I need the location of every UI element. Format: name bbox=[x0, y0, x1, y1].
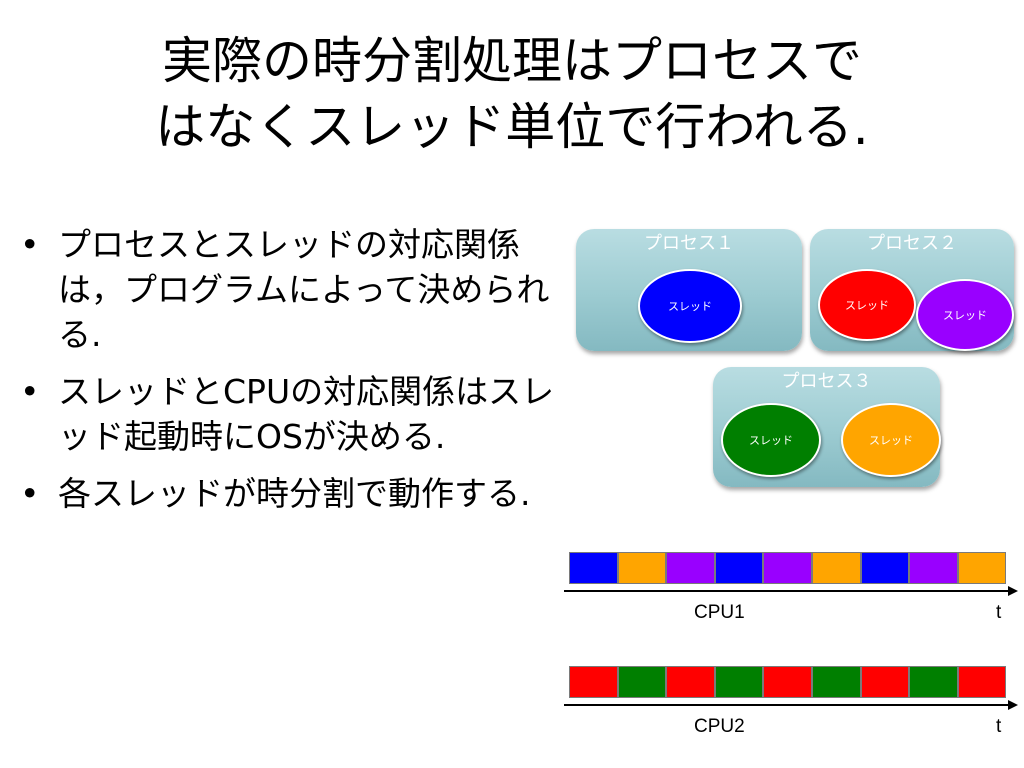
slide-title-line-1: 実際の時分割処理はプロセスで bbox=[162, 32, 862, 90]
slide-title: 実際の時分割処理はプロセスで はなくスレッド単位で行われる. bbox=[0, 28, 1024, 160]
time-slot-block bbox=[909, 552, 958, 584]
thread-ellipse: スレッド bbox=[916, 279, 1014, 351]
bullet-marker: • bbox=[20, 372, 40, 411]
bullet-item: • 各スレッドが時分割で動作する. bbox=[20, 471, 565, 516]
process-label: プロセス２ bbox=[867, 233, 957, 254]
time-axis-arrow bbox=[564, 586, 1018, 596]
slide-title-line-2: はなくスレッド単位で行われる. bbox=[155, 98, 869, 156]
time-axis-label: t bbox=[996, 716, 1002, 737]
time-axis-label: t bbox=[996, 602, 1002, 623]
cpu2-timeline: CPU2 t bbox=[560, 662, 1020, 742]
bullet-text: 各スレッドが時分割で動作する. bbox=[58, 474, 531, 513]
thread-ellipse: スレッド bbox=[818, 269, 916, 341]
time-slot-block bbox=[957, 552, 1007, 584]
bullet-item: • プロセスとスレッドの対応関係は，プログラムによって決められる. bbox=[20, 222, 565, 357]
process-box-3: プロセス３ スレッド スレッド bbox=[713, 367, 941, 487]
time-axis-arrow bbox=[564, 700, 1018, 710]
thread-label: スレッド bbox=[668, 300, 712, 313]
thread-ellipse: スレッド bbox=[638, 269, 742, 343]
time-slot-block bbox=[763, 552, 812, 584]
time-slot-block bbox=[714, 552, 764, 584]
time-slot-block bbox=[569, 552, 618, 584]
process-box-1: プロセス１ スレッド bbox=[576, 229, 802, 351]
time-slot-block bbox=[666, 552, 715, 584]
process-label: プロセス３ bbox=[781, 371, 872, 392]
time-slot-block bbox=[763, 666, 812, 698]
bullet-marker: • bbox=[20, 474, 40, 513]
time-slot-block bbox=[714, 666, 764, 698]
time-slot-block bbox=[569, 666, 618, 698]
bullet-text: プロセスとスレッドの対応関係は，プログラムによって決められる. bbox=[58, 225, 550, 354]
cpu-label: CPU1 bbox=[694, 602, 745, 623]
bullet-marker: • bbox=[20, 225, 40, 264]
thread-label: スレッド bbox=[845, 299, 889, 312]
bullet-text: スレッドとCPUの対応関係はスレッド起動時にOSが決める. bbox=[58, 372, 555, 456]
thread-label: スレッド bbox=[869, 434, 913, 447]
time-slot-block bbox=[812, 666, 861, 698]
bullet-item: • スレッドとCPUの対応関係はスレッド起動時にOSが決める. bbox=[20, 369, 565, 459]
cpu1-timeline: CPU1 t bbox=[560, 548, 1020, 628]
bullet-list: • プロセスとスレッドの対応関係は，プログラムによって決められる. • スレッド… bbox=[20, 222, 565, 528]
thread-ellipse: スレッド bbox=[721, 403, 821, 477]
time-slot-block bbox=[812, 552, 861, 584]
process-label: プロセス１ bbox=[644, 233, 734, 254]
process-box-2: プロセス２ スレッド スレッド bbox=[810, 229, 1014, 351]
time-slot-block bbox=[666, 666, 715, 698]
time-slot-block bbox=[860, 666, 910, 698]
thread-label: スレッド bbox=[749, 434, 793, 447]
thread-ellipse: スレッド bbox=[841, 403, 941, 477]
time-slot-block bbox=[617, 666, 667, 698]
thread-label: スレッド bbox=[943, 309, 987, 322]
time-slot-block bbox=[617, 552, 667, 584]
time-slot-block bbox=[909, 666, 958, 698]
time-slot-block bbox=[957, 666, 1007, 698]
time-slot-block bbox=[860, 552, 910, 584]
cpu-label: CPU2 bbox=[694, 716, 745, 737]
